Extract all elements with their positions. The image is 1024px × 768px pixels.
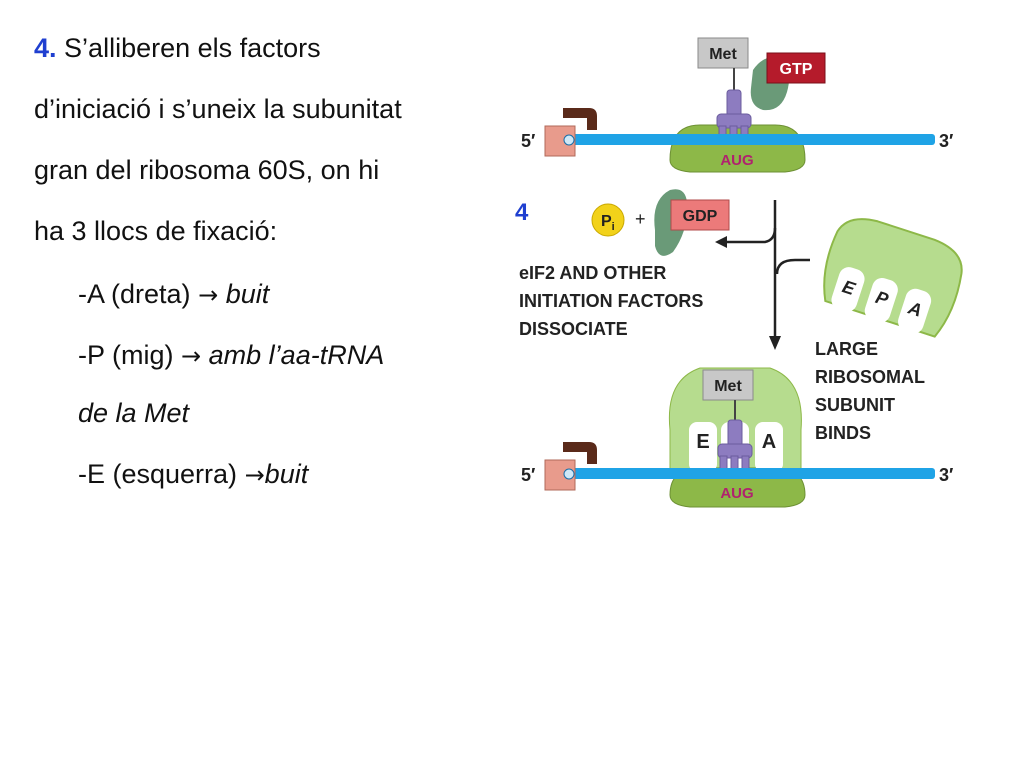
trna-top [716,89,752,141]
site-p-label: -P (mig) [78,340,174,370]
translation-initiation-diagram: GTP Met 5′ 3′ AUG 4 Pi + GDP [515,37,963,508]
intro-line-4: ha 3 llocs de fixació: [34,216,278,246]
dissociate-arrowhead-icon [715,236,727,248]
mrna-top [565,134,935,145]
trna-bottom [717,419,753,471]
site-a-desc: buit [225,279,270,309]
intro-line-3: gran del ribosoma 60S, on hi [34,155,380,185]
cap-hook-top [563,108,597,130]
three-prime-top: 3′ [939,131,953,151]
site-p-desc-2: de la Met [78,398,190,428]
e-site-well [689,422,717,472]
site-a-free: A [905,297,924,320]
gdp-box [670,199,730,231]
binds-line-4: BINDS [815,423,871,443]
large-subunit-free: E P A [823,218,963,338]
codon-bottom: AUG [720,485,753,502]
site-e-bound: E [696,431,709,453]
site-p-line: -P (mig) → amb l’aa-tRNA [34,327,494,384]
slide-text: 4. S’alliberen els factors d’iniciació i… [34,18,494,507]
site-e-desc: buit [264,459,309,489]
down-arrowhead-icon [769,336,781,350]
site-a-bound: A [762,431,776,453]
process-arrows [725,200,810,340]
pi-label: Pi [601,213,615,233]
site-p-desc: amb l’aa-tRNA [208,340,385,370]
met-label-bottom: Met [714,378,742,395]
arrow-icon: → [181,342,202,370]
site-a-line: -A (dreta) → buit [34,262,494,327]
dissociate-arrow [725,200,777,244]
cap-dot-top [563,134,575,146]
mrna-bottom [565,468,935,479]
site-a-label: -A (dreta) [78,279,191,309]
intro-text-1: S’alliberen els factors [64,33,321,63]
step-number: 4. [34,33,57,63]
arrow-icon: → [198,281,219,309]
dissociate-line-2: INITIATION FACTORS [519,291,703,311]
dissociate-caption: eIF2 AND OTHER INITIATION FACTORS DISSOC… [519,263,703,339]
site-e-line: -E (esquerra) →buit [34,442,494,507]
binds-line-3: SUBUNIT [815,395,895,415]
intro-line-2: d’iniciació i s’uneix la subunitat [34,94,402,124]
bottom-complex: E A Met 5′ 3′ AUG [521,367,953,508]
step-label: 4 [515,199,529,226]
site-list: -A (dreta) → buit -P (mig) → amb l’aa-tR… [34,262,494,507]
site-e-label: -E (esquerra) [78,459,238,489]
dissociate-line-1: eIF2 AND OTHER [519,263,666,283]
gdp-label: GDP [683,208,718,225]
arrow-icon: → [244,461,265,489]
pi-circle [591,203,625,237]
binds-caption: LARGE RIBOSOMAL SUBUNIT BINDS [815,339,925,443]
cap-dot-bottom [563,468,575,480]
binds-arrow [773,228,810,340]
plus-sign: + [635,209,646,229]
released-factors: Pi + GDP [591,189,730,256]
five-prime-bottom: 5′ [521,465,535,485]
cap-hook-bottom [563,442,597,464]
met-box-top [697,37,749,69]
gtp-box [766,52,826,84]
a-site-well [755,422,783,472]
top-complex: GTP Met 5′ 3′ AUG [521,37,953,173]
met-label-top: Met [709,46,737,63]
binds-line-1: LARGE [815,339,878,359]
five-prime-top: 5′ [521,131,535,151]
gtp-label: GTP [780,61,813,78]
binds-line-2: RIBOSOMAL [815,367,925,387]
met-box-bottom [702,369,754,401]
three-prime-bottom: 3′ [939,465,953,485]
dissociate-line-3: DISSOCIATE [519,319,628,339]
codon-top: AUG [720,152,753,169]
intro-line-1: 4. S’alliberen els factors [34,18,494,79]
